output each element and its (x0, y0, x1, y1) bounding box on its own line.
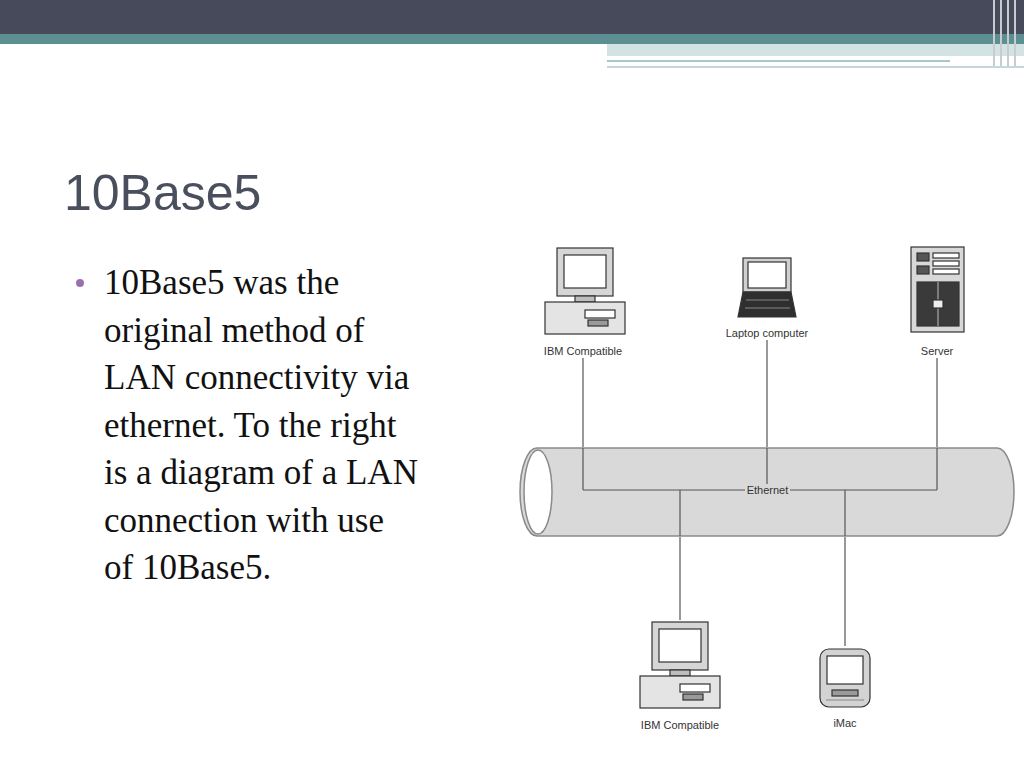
teal-stripe (0, 34, 1024, 44)
device-node: iMac (810, 646, 880, 730)
top-bar (0, 0, 1024, 34)
device-caption: IBM Compatible (544, 345, 622, 358)
device-node: Laptop computer (705, 252, 829, 340)
connector (937, 358, 938, 447)
bus-tap (582, 448, 583, 490)
imac-icon (820, 649, 870, 707)
device-caption: iMac (833, 717, 856, 730)
bus-tap (936, 448, 937, 490)
ethernet-cable: Ethernet (520, 447, 1015, 537)
connector-line (582, 358, 583, 447)
server-icon (911, 247, 964, 332)
connector (845, 537, 846, 646)
cable-label: Ethernet (745, 484, 791, 497)
desktop-icon (545, 248, 625, 334)
connector (680, 537, 681, 620)
bus-tap (844, 490, 845, 536)
device-caption: Laptop computer (726, 327, 809, 340)
bullet-dot (76, 279, 84, 287)
device-caption: IBM Compatible (641, 719, 719, 732)
corner-stripes (994, 0, 1015, 66)
bullet-text: 10Base5 was the original method of LAN c… (104, 259, 418, 592)
connector-line (844, 537, 845, 646)
thin-stripe (607, 66, 1024, 68)
device-node: IBM Compatible (528, 246, 638, 358)
bus-tap (679, 490, 680, 536)
connector-line (766, 340, 767, 447)
desktop-icon (640, 622, 720, 708)
light-stripe (607, 44, 1024, 56)
device-node: IBM Compatible (621, 620, 739, 732)
connector-line (936, 358, 937, 447)
slide-title: 10Base5 (64, 163, 261, 223)
connector (583, 358, 584, 447)
cylinder-end (524, 450, 552, 534)
connector (767, 340, 768, 447)
cylinder-body (520, 448, 1014, 536)
thin-stripe (607, 60, 950, 62)
laptop-icon (738, 258, 796, 317)
device-node: Server (900, 244, 974, 358)
device-caption: Server (921, 345, 953, 358)
connector-line (679, 537, 680, 620)
